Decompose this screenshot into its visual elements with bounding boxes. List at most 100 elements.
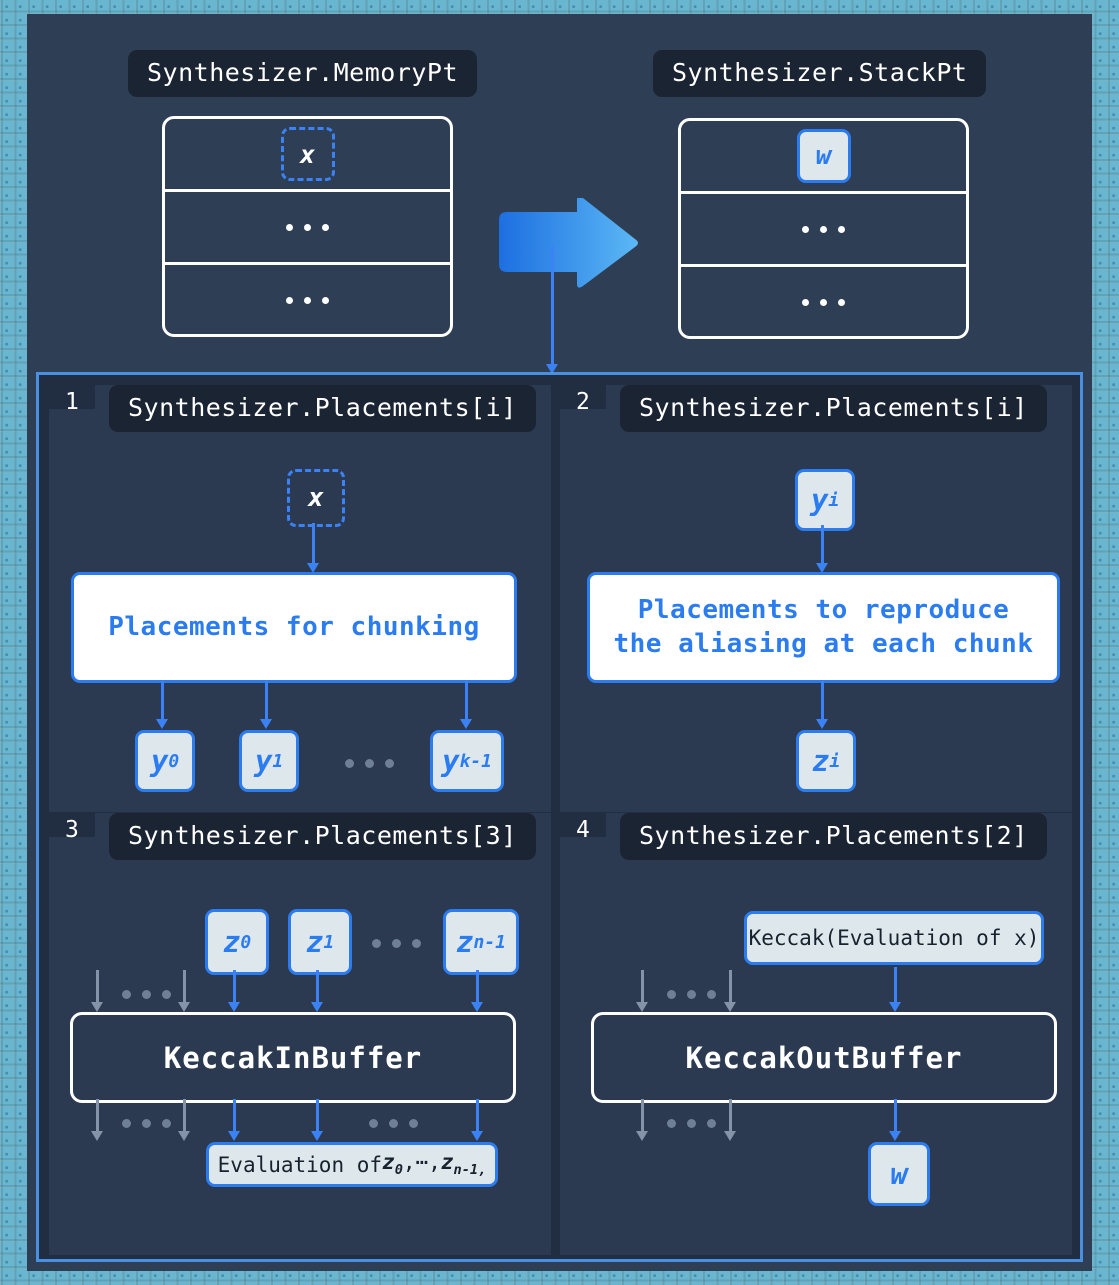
panel-2-card-line1: Placements to reproduce — [637, 594, 1010, 625]
panel-1-arrow-y0 — [155, 681, 168, 729]
panel-3-arrow-zn — [470, 970, 483, 1012]
chip-sub: n-1 — [473, 931, 506, 953]
panel-3-evaluation-terms: z0,⋯,zn-1, — [382, 1150, 487, 1179]
chip-base: y — [254, 744, 273, 778]
chip-base: z — [305, 925, 324, 959]
panel-3-arrow-out-3 — [470, 1099, 483, 1141]
panel-4-grey-arrow-in-2 — [723, 970, 736, 1012]
panel-3-grey-dots-out-1 — [122, 1113, 171, 1132]
memory-chip-x: x — [280, 127, 335, 181]
panel-3-input-dots — [372, 933, 421, 952]
panel-3-number: 3 — [65, 817, 79, 843]
panel-1-arrow-input — [306, 523, 319, 573]
memorypt-table: x — [162, 116, 453, 337]
panel-3-arrow-out-1 — [227, 1099, 240, 1141]
panel-2-arrow-input — [815, 525, 828, 573]
memorypt-row-1 — [165, 192, 450, 265]
panel-4-title-label: Synthesizer.Placements[2] — [620, 813, 1047, 860]
panel-3-grey-dots-out-2 — [369, 1113, 418, 1132]
panel-3-arrow-z0 — [227, 970, 240, 1012]
chip-base: w — [890, 1157, 908, 1191]
panel-2-title-label: Synthesizer.Placements[i] — [620, 385, 1047, 432]
panel-2-card-line2: the aliasing at each chunk — [613, 628, 1034, 659]
ellipsis-dots-icon — [802, 225, 845, 233]
ellipsis-dots-icon — [667, 1119, 716, 1128]
panel-3-grey-arrow-in-2 — [177, 970, 190, 1012]
chip-base: y — [150, 744, 169, 778]
ellipsis-dots-icon — [345, 759, 394, 768]
chip-base: y — [442, 744, 460, 778]
panel-1-arrow-yk — [459, 681, 472, 729]
panel-2-title-text: Synthesizer.Placements[i] — [620, 385, 1047, 432]
ellipsis-dots-icon — [286, 296, 329, 304]
memorypt-row-0: x — [165, 119, 450, 192]
panel-3-title-label: Synthesizer.Placements[3] — [109, 813, 536, 860]
panel-4-keccak-eval-pill: Keccak(Evaluation of x) — [744, 911, 1044, 965]
panel-3-arrow-z1 — [310, 970, 323, 1012]
ellipsis-dots-icon — [802, 298, 845, 306]
ellipsis-dots-icon — [667, 990, 716, 999]
panel-2-arrow-output — [815, 681, 828, 729]
panel-3-evaluation-prefix: Evaluation of — [217, 1152, 383, 1177]
chip-base: z — [811, 744, 830, 778]
panel-4-grey-arrow-out-2 — [723, 1099, 736, 1141]
panel-3-grey-dots-in — [122, 984, 171, 1003]
panel-3-title-text: Synthesizer.Placements[3] — [109, 813, 536, 860]
chip-sub: k-1 — [459, 750, 492, 772]
down-arrow-icon — [545, 246, 558, 374]
chip-base: y — [810, 483, 829, 517]
panel-3-grey-arrow-out-1 — [90, 1099, 103, 1141]
stackpt-table: w — [678, 118, 969, 339]
chip-sub: i — [829, 750, 841, 772]
chip-base: z — [222, 925, 241, 959]
panel-2-card: Placements to reproduce the aliasing at … — [587, 572, 1060, 683]
panel-1-title-label: Synthesizer.Placements[i] — [109, 385, 536, 432]
chip-sub: 0 — [168, 750, 180, 772]
panel-3-grey-arrow-out-2 — [177, 1099, 190, 1141]
panel-4-grey-arrow-out-1 — [635, 1099, 648, 1141]
stack-chip-w: w — [796, 129, 851, 183]
panel-4-output-w: w — [868, 1142, 930, 1206]
placements-panels-container: 1 Synthesizer.Placements[i] x Placements… — [36, 372, 1083, 1262]
memorypt-row-2 — [165, 265, 450, 334]
ellipsis-dots-icon — [286, 223, 329, 231]
diagram-stage: Synthesizer.MemoryPt x Synthesizer.Stack… — [27, 14, 1092, 1271]
stackpt-row-2 — [681, 267, 966, 336]
panel-3-evaluation-pill: Evaluation of z0,⋯,zn-1, — [206, 1142, 498, 1187]
ellipsis-dots-icon — [122, 990, 171, 999]
chip-base: z — [456, 925, 474, 959]
panel-3-grey-arrow-in-1 — [90, 970, 103, 1012]
memorypt-title-label: Synthesizer.MemoryPt — [128, 50, 478, 97]
panel-4 — [560, 837, 1072, 1255]
panel-1-card: Placements for chunking — [71, 572, 517, 683]
panel-4-grey-dots-out — [667, 1113, 716, 1132]
chip-sub: 1 — [323, 931, 335, 953]
panel-4-arrow-out-w — [888, 1099, 901, 1141]
stackpt-row-0: w — [681, 121, 966, 194]
ellipsis-dots-icon — [372, 939, 421, 948]
chip-sub: 1 — [272, 750, 284, 772]
panel-4-grey-dots-in — [667, 984, 716, 1003]
ellipsis-dots-icon — [369, 1119, 418, 1128]
panel-3-keccak-in-buffer: KeccakInBuffer — [70, 1012, 516, 1103]
ellipsis-dots-icon — [122, 1119, 171, 1128]
panel-4-number: 4 — [576, 817, 590, 843]
panel-4-grey-arrow-in-1 — [635, 970, 648, 1012]
panel-4-keccak-out-buffer: KeccakOutBuffer — [591, 1012, 1057, 1103]
big-right-arrow-icon — [499, 198, 638, 288]
stackpt-row-1 — [681, 194, 966, 267]
panel-1-number: 1 — [65, 389, 79, 415]
panel-4-title-text: Synthesizer.Placements[2] — [620, 813, 1047, 860]
stackpt-title-label: Synthesizer.StackPt — [653, 50, 987, 97]
panel-3-arrow-out-2 — [310, 1099, 323, 1141]
panel-1-input-chip-x: x — [287, 469, 345, 527]
panel-1-arrow-y1 — [259, 681, 272, 729]
panel-2-number: 2 — [576, 389, 590, 415]
